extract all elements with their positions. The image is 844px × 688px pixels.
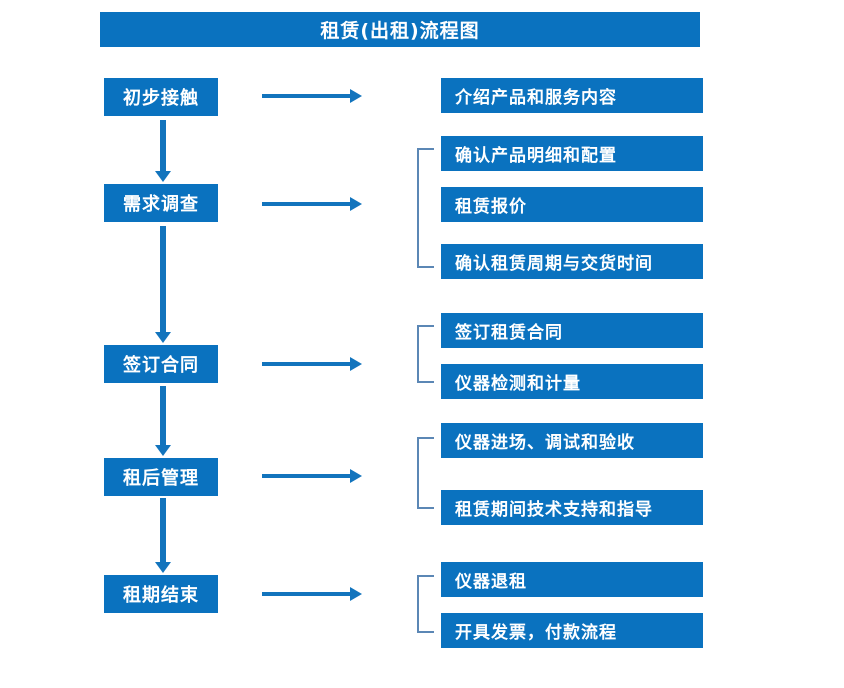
detail-box-tech-support[interactable]: 租赁期间技术支持和指导 bbox=[441, 490, 703, 525]
detail-box-confirm-spec[interactable]: 确认产品明细和配置 bbox=[441, 136, 703, 171]
detail-box-intro-products[interactable]: 介绍产品和服务内容 bbox=[441, 78, 703, 113]
flow-arrow-down-2 bbox=[155, 226, 171, 343]
stage-box-chu-bu-jie-chu[interactable]: 初步接触 bbox=[104, 78, 218, 116]
group-bracket-needs bbox=[417, 148, 434, 268]
flow-arrow-down-1 bbox=[155, 120, 171, 182]
stage-box-zu-hou-guan-li[interactable]: 租后管理 bbox=[104, 458, 218, 496]
stage-box-qian-ding-he-tong[interactable]: 签订合同 bbox=[104, 345, 218, 383]
diagram-title: 租赁(出租)流程图 bbox=[100, 12, 700, 47]
group-bracket-endlease bbox=[417, 575, 434, 633]
detail-box-rental-quote[interactable]: 租赁报价 bbox=[441, 187, 703, 222]
detail-box-instrument-return[interactable]: 仪器退租 bbox=[441, 562, 703, 597]
detail-box-invoice-payment[interactable]: 开具发票，付款流程 bbox=[441, 613, 703, 648]
link-arrow-right-3 bbox=[262, 356, 362, 372]
group-bracket-contract bbox=[417, 325, 434, 383]
flow-arrow-down-4 bbox=[155, 498, 171, 573]
detail-box-instrument-delivery[interactable]: 仪器进场、调试和验收 bbox=[441, 423, 703, 458]
detail-box-sign-contract[interactable]: 签订租赁合同 bbox=[441, 313, 703, 348]
detail-box-confirm-period[interactable]: 确认租赁周期与交货时间 bbox=[441, 244, 703, 279]
stage-box-zu-qi-jie-shu[interactable]: 租期结束 bbox=[104, 575, 218, 613]
link-arrow-right-2 bbox=[262, 196, 362, 212]
flow-arrow-down-3 bbox=[155, 386, 171, 456]
detail-box-instrument-inspection[interactable]: 仪器检测和计量 bbox=[441, 364, 703, 399]
link-arrow-right-4 bbox=[262, 468, 362, 484]
group-bracket-aftercare bbox=[417, 437, 434, 509]
stage-box-xu-qiu-diao-cha[interactable]: 需求调查 bbox=[104, 184, 218, 222]
link-arrow-right-1 bbox=[262, 88, 362, 104]
link-arrow-right-5 bbox=[262, 586, 362, 602]
